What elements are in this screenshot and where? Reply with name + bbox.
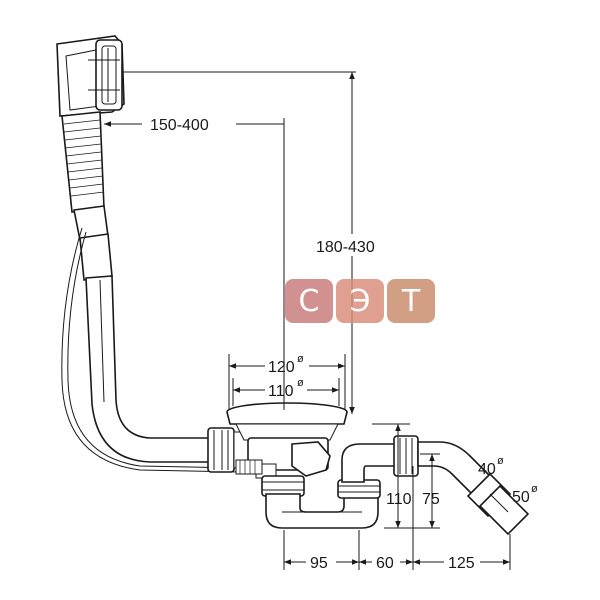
- label-50-diameter: 50: [512, 489, 530, 506]
- label-60: 60: [376, 555, 394, 572]
- diameter-symbol-110: ø: [297, 377, 304, 389]
- label-95: 95: [310, 555, 328, 572]
- watermark-letter-1: С: [285, 279, 333, 323]
- label-150-400: 150-400: [150, 117, 209, 134]
- dim-75-height: [404, 453, 440, 529]
- overflow-head: [56, 35, 125, 117]
- watermark-letter-3: Т: [387, 279, 435, 323]
- diameter-symbol-50: ø: [531, 483, 538, 495]
- overflow-flex-hose: [61, 111, 113, 281]
- label-110-height: 110: [386, 491, 412, 508]
- label-180-430: 180-430: [316, 239, 375, 256]
- dim-110-diameter: [232, 378, 340, 406]
- diameter-symbol-40: ø: [497, 455, 504, 467]
- diameter-symbol-120: ø: [297, 353, 304, 365]
- watermark-letter-2: Э: [336, 279, 384, 323]
- label-125: 125: [448, 555, 475, 572]
- drain-valve-body: [226, 402, 348, 497]
- siphon-trap: [265, 479, 381, 529]
- label-110-diameter: 110: [268, 383, 294, 400]
- dim-120-diameter: [228, 354, 346, 410]
- dim-overflow-offset: [104, 118, 285, 410]
- label-40-diameter: 40: [478, 461, 496, 478]
- label-75-height: 75: [422, 491, 440, 508]
- label-120-diameter: 120: [268, 359, 295, 376]
